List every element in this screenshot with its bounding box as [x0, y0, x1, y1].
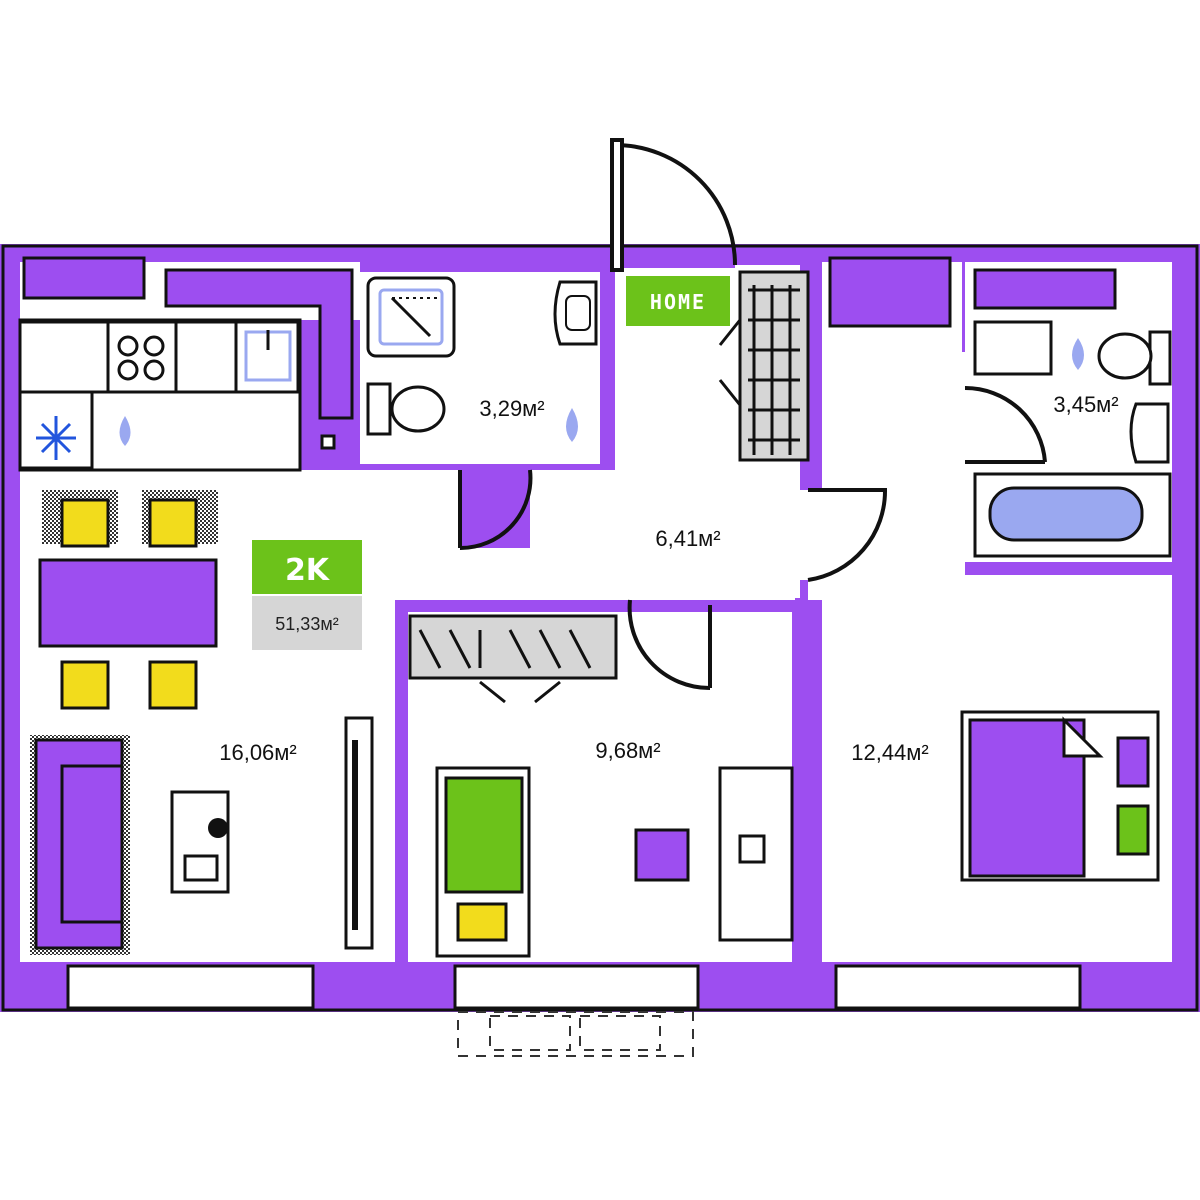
- tv-stand: [344, 716, 374, 950]
- sofa: [30, 735, 130, 955]
- area-bathroom-2: 3,45м²: [1053, 392, 1118, 417]
- windows: [66, 964, 1082, 1010]
- total-area: 51,33м²: [275, 614, 338, 634]
- coffee-table: [170, 790, 230, 894]
- entrance-door: [610, 138, 737, 272]
- water-drop-icon: [566, 408, 578, 442]
- wall-blocks: [22, 256, 1117, 648]
- area-hallway: 6,41м²: [655, 526, 720, 551]
- area-bedroom-small: 9,68м²: [595, 738, 660, 763]
- hallway-doors: [627, 488, 888, 691]
- kitchen-fixtures: [18, 320, 300, 470]
- water-drop-icon: [119, 416, 131, 446]
- small-bedroom-desk: [634, 766, 794, 942]
- hallway-wardrobe: [718, 270, 810, 462]
- dining-set: [42, 490, 218, 710]
- small-bedroom-bed: [435, 766, 531, 958]
- balcony-outline: [457, 1011, 694, 1057]
- snowflake-icon: [36, 416, 76, 460]
- area-bedroom-large: 12,44м²: [851, 740, 929, 765]
- area-labels: 16,06м² 3,29м² 6,41м² 9,68м² 12,44м² 3,4…: [219, 392, 1118, 765]
- water-drop-icon: [1072, 338, 1084, 370]
- apartment-type: 2K: [285, 553, 331, 588]
- bathroom-2-fixtures: [973, 320, 1172, 558]
- large-bedroom-bed: [960, 710, 1160, 882]
- area-living-kitchen: 16,06м²: [219, 740, 297, 765]
- bathroom-1-fixtures: [320, 276, 598, 450]
- small-bedroom-wardrobe: [408, 614, 618, 704]
- home-sign: HOME: [626, 276, 730, 326]
- home-sign-text: HOME: [650, 290, 706, 314]
- apartment-badge: 2K 51,33м²: [252, 540, 362, 650]
- bathroom-2-door: [964, 385, 1047, 464]
- area-bathroom-1: 3,29м²: [479, 396, 544, 421]
- bathroom-1-door: [458, 469, 533, 551]
